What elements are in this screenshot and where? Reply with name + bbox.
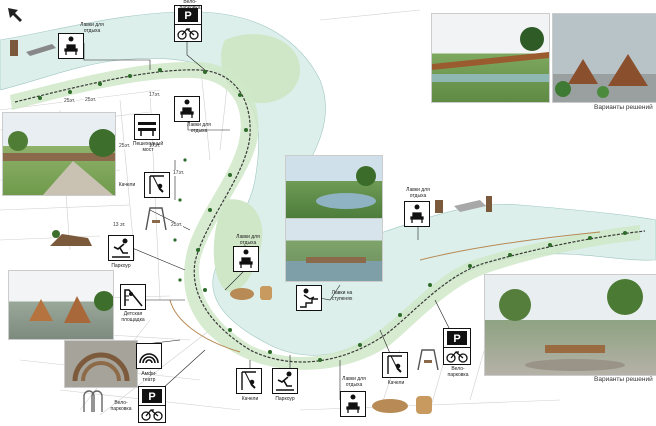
bench-and-bin-icon	[10, 40, 56, 56]
swing-icon	[236, 368, 262, 394]
label-swings-mid: Качели	[118, 182, 136, 188]
north-arrow-icon	[8, 8, 22, 22]
label-benches-center: Лавки для отдыха	[236, 234, 260, 246]
label-bike-bottom: Вело- парковка	[110, 400, 132, 412]
label-swings-bottom: Качели	[241, 396, 259, 402]
bike-rack-icon	[83, 390, 103, 412]
swing-frame-icon	[145, 207, 167, 231]
bicycle-icon	[138, 405, 166, 423]
bench-stone-icon	[454, 196, 492, 212]
walking-path	[14, 69, 646, 363]
photo-wetland	[285, 155, 383, 219]
floor-label: 17эт.	[172, 170, 186, 176]
label-playground: Детская площадка	[121, 311, 145, 323]
label-benches-bottom: Лавки для отдыха	[342, 376, 366, 388]
parkour-element-icon	[50, 230, 92, 246]
floor-label: 17эт.	[148, 92, 162, 98]
floor-label: 13 эт.	[112, 222, 127, 228]
trees	[38, 68, 627, 362]
parking-sign-icon: P	[174, 5, 202, 25]
label-benches-right: Лавки для отдыха	[406, 187, 430, 199]
swing-icon	[382, 352, 408, 378]
benches-on-steps-icon	[296, 285, 322, 311]
label-parkour-bottom: Паркоур	[275, 396, 295, 402]
wooden-deck-line	[169, 231, 601, 353]
photo-playground	[8, 270, 114, 340]
floor-label: 25эт.	[118, 143, 132, 149]
green-area-embankment	[10, 61, 640, 370]
bicycle-icon	[443, 347, 471, 365]
bench-icon	[174, 96, 200, 122]
floor-label: 25эт.	[170, 222, 184, 228]
label-benches-steps: Лавки на ступенях	[331, 290, 353, 302]
svg-text:P: P	[453, 333, 460, 345]
swing-icon	[144, 172, 170, 198]
floor-label: 25эт.	[84, 97, 98, 103]
swing-frame-icon	[417, 349, 439, 371]
photo-pavilion-variant	[552, 13, 656, 103]
photo-footbridge-variant	[431, 13, 550, 103]
label-bike-right: Вело- парковка	[447, 366, 469, 378]
caption-variants-bottom: Варианты решений	[594, 376, 653, 383]
label-bike-top: Вело- парковка	[179, 0, 201, 11]
photo-park-variant	[484, 274, 656, 376]
trash-bin-icon	[435, 200, 443, 213]
floor-label: 17эт.	[148, 143, 162, 149]
photo-bridge	[2, 112, 116, 196]
parking-sign-icon: P	[443, 328, 471, 348]
photo-amphitheater	[64, 340, 138, 388]
photo-deck-pier	[285, 218, 383, 282]
label-parkour-mid: Паркоур	[111, 263, 131, 269]
svg-text:P: P	[184, 10, 191, 22]
footbridge-icon	[134, 114, 160, 140]
label-footbridge: Пешеходный мост	[132, 141, 164, 153]
bench-icon	[340, 391, 366, 417]
floor-label: 25эт.	[63, 98, 77, 104]
parkour-icon	[108, 235, 134, 261]
slide-icon	[120, 284, 146, 310]
label-swings-br: Качели	[387, 380, 405, 386]
label-benches-mid: Лавки для отдыха	[187, 122, 211, 134]
wooden-benches-icon	[372, 396, 432, 414]
caption-variants-top: Варианты решений	[594, 104, 653, 111]
bench-icon	[233, 246, 259, 272]
label-amphitheater: Амфи- театр	[141, 371, 157, 383]
amphitheater-icon	[136, 343, 162, 369]
bench-icon	[58, 33, 84, 59]
wooden-benches-icon	[230, 286, 272, 300]
bicycle-icon	[174, 24, 202, 42]
parkour-icon	[272, 368, 298, 394]
bench-icon	[404, 201, 430, 227]
svg-text:P: P	[148, 391, 155, 403]
label-benches-top: Лавки для отдыха	[80, 22, 104, 34]
